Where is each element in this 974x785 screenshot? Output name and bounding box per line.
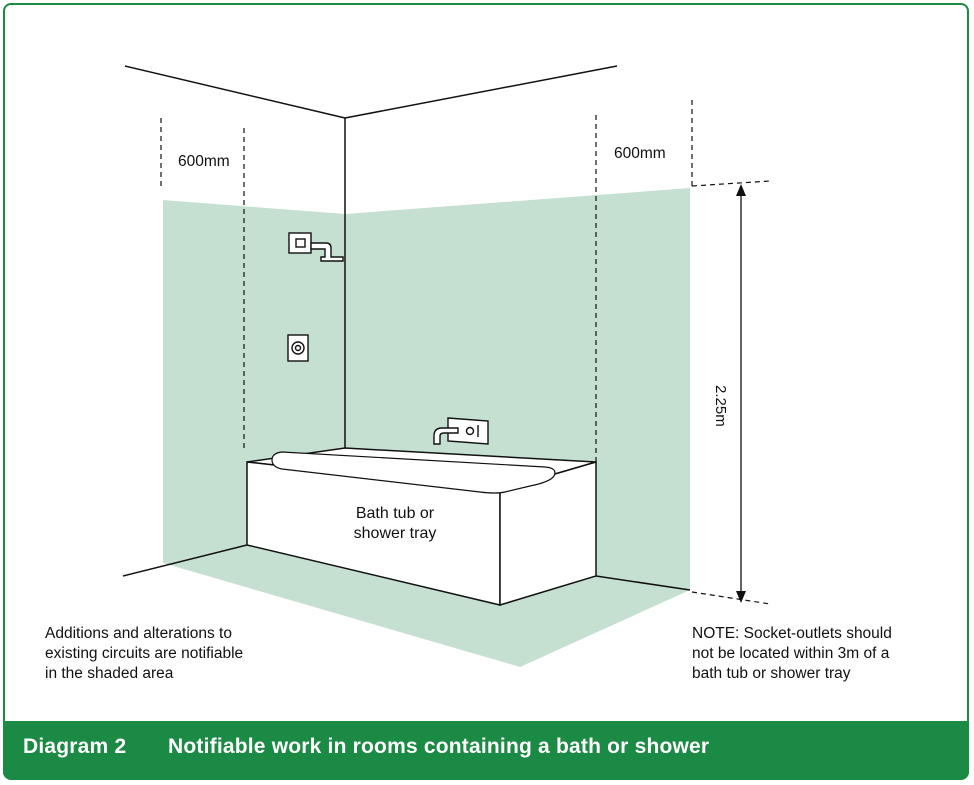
socket-outlet-note: NOTE: Socket-outlets should not be locat… xyxy=(692,624,952,684)
zone-left-width-label: 600mm xyxy=(178,153,230,170)
bath-tap-icon xyxy=(433,417,489,445)
note-line: bath tub or shower tray xyxy=(692,665,851,682)
note-line: in the shaded area xyxy=(45,665,174,682)
note-line: not be located within 3m of a xyxy=(692,645,890,662)
zone-height-label: 2.25m xyxy=(712,385,729,427)
height-dimension-arrow xyxy=(736,184,746,603)
zone-left-wall xyxy=(163,200,345,563)
note-line: Additions and alterations to xyxy=(45,625,232,642)
diagram-title: Notifiable work in rooms containing a ba… xyxy=(168,735,710,758)
room-edges xyxy=(122,65,691,591)
bath-tub xyxy=(246,447,597,607)
diagram-number: Diagram 2 xyxy=(23,735,127,758)
bath-label-line: shower tray xyxy=(353,525,437,542)
bath-label: Bath tub or shower tray xyxy=(340,504,450,544)
bath-label-line: Bath tub or xyxy=(355,505,435,522)
notifiable-note: Additions and alterations to existing ci… xyxy=(45,624,305,684)
note-line: NOTE: Socket-outlets should xyxy=(692,625,892,642)
caption-bar: Diagram 2 Notifiable work in rooms conta… xyxy=(3,721,969,779)
shower-head-icon xyxy=(288,232,344,262)
zone-floor xyxy=(163,545,690,667)
note-line: existing circuits are notifiable xyxy=(45,645,244,662)
shower-control-icon xyxy=(287,334,309,362)
zone-boundaries xyxy=(160,100,771,605)
zone-back-wall xyxy=(345,188,690,590)
notifiable-zone xyxy=(163,188,690,667)
zone-right-width-label: 600mm xyxy=(614,145,666,162)
